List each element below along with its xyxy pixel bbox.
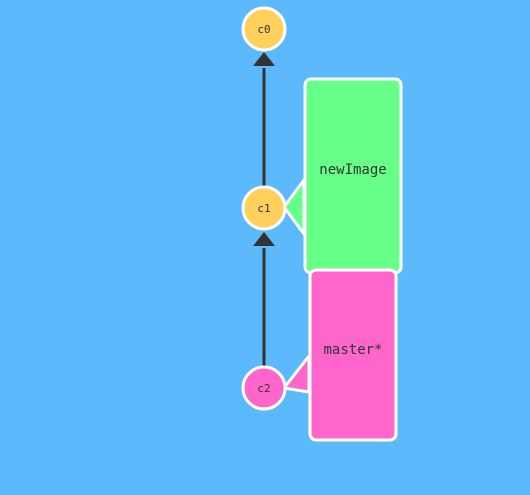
commit-node-c2 [241, 365, 287, 411]
commit-c0[interactable]: c0 [241, 6, 287, 52]
commit-c1[interactable]: c1 [241, 185, 287, 231]
commit-label-c2: c2 [257, 382, 270, 395]
commit-c2[interactable]: c2 [241, 365, 287, 411]
arrowhead-c1-icon [253, 232, 275, 246]
branch-newImage[interactable]: newImage [282, 77, 403, 275]
branch-label-master: master* [323, 342, 382, 358]
commit-node-c0 [241, 6, 287, 52]
branch-master[interactable]: master* [282, 268, 398, 442]
branch-label-newImage: newImage [319, 162, 386, 178]
commit-label-c0: c0 [257, 23, 270, 36]
commit-label-c1: c1 [257, 202, 270, 215]
branch-pointer-newImage-icon [282, 178, 306, 236]
arrowhead-c0-icon [253, 52, 275, 66]
branch-box-master [308, 268, 398, 442]
commit-node-c1 [241, 185, 287, 231]
branch-pointer-master-icon [282, 354, 311, 394]
